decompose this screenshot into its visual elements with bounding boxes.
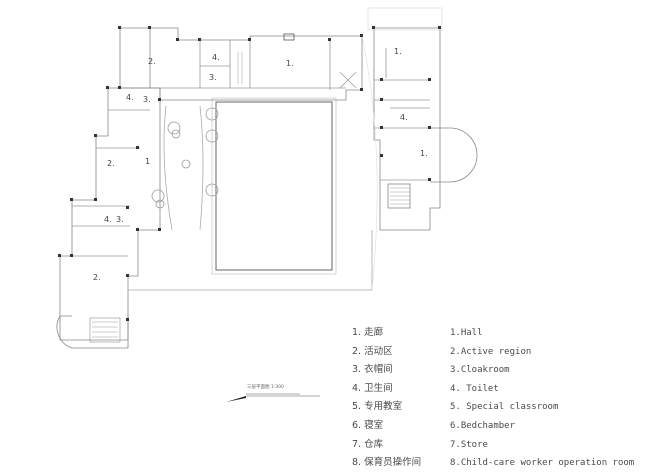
room-label: 3. bbox=[143, 95, 151, 104]
legend-item: 6.Bedchamber bbox=[450, 420, 516, 431]
legend-item: 2. 活动区 bbox=[352, 345, 393, 357]
legend-item: 6. 寝室 bbox=[352, 419, 384, 431]
room-label: 3. bbox=[209, 73, 217, 82]
central-courtyard bbox=[215, 101, 333, 271]
legend-item: 1. 走廊 bbox=[352, 327, 384, 338]
legend-item: 3. 衣帽间 bbox=[352, 364, 393, 376]
room-label: 4. bbox=[104, 215, 112, 224]
legend-item: 7.Store bbox=[450, 439, 488, 450]
room-label: 4. bbox=[126, 93, 134, 102]
room-label: 2. bbox=[148, 57, 156, 66]
scale-title: 三层平面图 1:300 bbox=[247, 385, 284, 390]
room-label: 4. bbox=[212, 53, 220, 62]
legend-item: 2.Active region bbox=[450, 346, 532, 357]
legend-english: 1.Hall 2.Active region 3.Cloakroom 4. To… bbox=[450, 324, 634, 473]
legend-item: 8. 保育员操作间 bbox=[352, 457, 422, 469]
room-label: 1. bbox=[286, 59, 294, 68]
legend-item: 4. 卫生间 bbox=[352, 382, 393, 394]
scale-bar bbox=[226, 393, 320, 402]
legend-item: 5. 专用教室 bbox=[352, 401, 403, 413]
north-wing bbox=[120, 27, 363, 101]
room-label: 2. bbox=[93, 273, 101, 282]
legend-item: 5. Special classroom bbox=[450, 402, 559, 413]
room-label: 3. bbox=[116, 215, 124, 224]
legend-item: 3.Cloakroom bbox=[450, 365, 510, 376]
legend-item: 8.Child-care worker operation room bbox=[450, 458, 635, 469]
room-label: 1. bbox=[420, 149, 428, 158]
legend-item: 7. 仓库 bbox=[352, 438, 384, 450]
legend-chinese: 1. 走廊 2. 活动区 3. 衣帽间 4. 卫生间 5. 专用教室 6. 寝室… bbox=[352, 324, 421, 473]
room-label: 1. bbox=[394, 47, 402, 56]
legend-item: 4. Toilet bbox=[450, 383, 499, 394]
legend-item: 1.Hall bbox=[450, 328, 483, 338]
room-label: 2. bbox=[107, 159, 115, 168]
west-wing bbox=[59, 87, 161, 341]
room-label: 1 bbox=[145, 157, 150, 166]
floor-plan-drawing: 2. 4. 3. 1. 1. 4. 3. 2. 1 4. 3. 2. 4. 1. bbox=[56, 7, 478, 402]
room-label: 4. bbox=[400, 113, 408, 122]
east-wing bbox=[373, 27, 441, 231]
